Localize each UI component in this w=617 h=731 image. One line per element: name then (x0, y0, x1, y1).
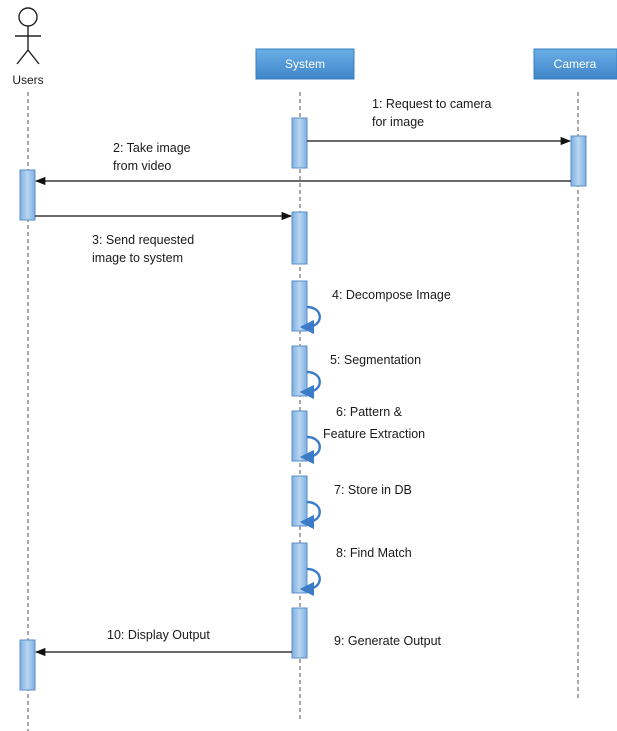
activation-system-3 (291, 280, 308, 332)
label-m2: 2: Take image from video (113, 141, 194, 173)
label-m9: 9: Generate Output (334, 634, 442, 648)
system-header-box (255, 48, 355, 80)
activation-system-8 (291, 607, 308, 659)
label-m3-line2: image to system (92, 251, 183, 265)
activation-bars (19, 117, 587, 691)
activation-users-1 (19, 169, 36, 221)
users-label: Users (12, 73, 43, 87)
message-labels: 1: Request to camera for image 2: Take i… (92, 97, 495, 648)
system-label: System (285, 57, 325, 71)
label-m8-line1: 8: Find Match (336, 546, 412, 560)
users-actor: Users (12, 7, 44, 87)
system-participant: System (255, 48, 355, 80)
activation-system-4 (291, 345, 308, 397)
label-m8: 8: Find Match (336, 546, 412, 560)
self-loop-m5 (299, 370, 321, 400)
label-m6-line2: Feature Extraction (323, 427, 425, 441)
activation-system-5 (291, 410, 308, 462)
label-m1-line2: for image (372, 115, 424, 129)
self-loop-m7 (299, 500, 321, 530)
label-m3: 3: Send requested image to system (92, 233, 198, 265)
label-m7-line1: 7: Store in DB (334, 483, 412, 497)
self-loop-m4 (299, 305, 321, 335)
activation-system-7 (291, 542, 308, 594)
label-m1: 1: Request to camera for image (372, 97, 495, 129)
camera-header-box (533, 48, 617, 80)
activation-system-2 (291, 211, 308, 265)
activation-camera-1 (570, 135, 587, 187)
stick-figure-icon (15, 7, 41, 65)
label-m7: 7: Store in DB (334, 483, 412, 497)
label-m5: 5: Segmentation (330, 353, 421, 367)
self-loops (299, 305, 321, 597)
message-arrows (34, 136, 572, 657)
label-m10-line1: 10: Display Output (107, 628, 210, 642)
label-m10: 10: Display Output (107, 628, 210, 642)
self-loop-m6 (299, 435, 321, 465)
label-m4-line1: 4: Decompose Image (332, 288, 451, 302)
camera-label: Camera (554, 57, 597, 71)
camera-participant: Camera (533, 48, 617, 80)
activation-users-2 (19, 639, 36, 691)
label-m2-line1: 2: Take image (113, 141, 191, 155)
label-m2-line2: from video (113, 159, 171, 173)
label-m9-line1: 9: Generate Output (334, 634, 442, 648)
label-m1-line1: 1: Request to camera (372, 97, 492, 111)
label-m3-line1: 3: Send requested (92, 233, 194, 247)
activation-system-1 (291, 117, 308, 169)
label-m4: 4: Decompose Image (332, 288, 451, 302)
activation-system-6 (291, 475, 308, 527)
label-m6: 6: Pattern & Feature Extraction (323, 405, 425, 441)
label-m5-line1: 5: Segmentation (330, 353, 421, 367)
label-m6-line1: 6: Pattern & (336, 405, 403, 419)
self-loop-m8 (299, 567, 321, 597)
